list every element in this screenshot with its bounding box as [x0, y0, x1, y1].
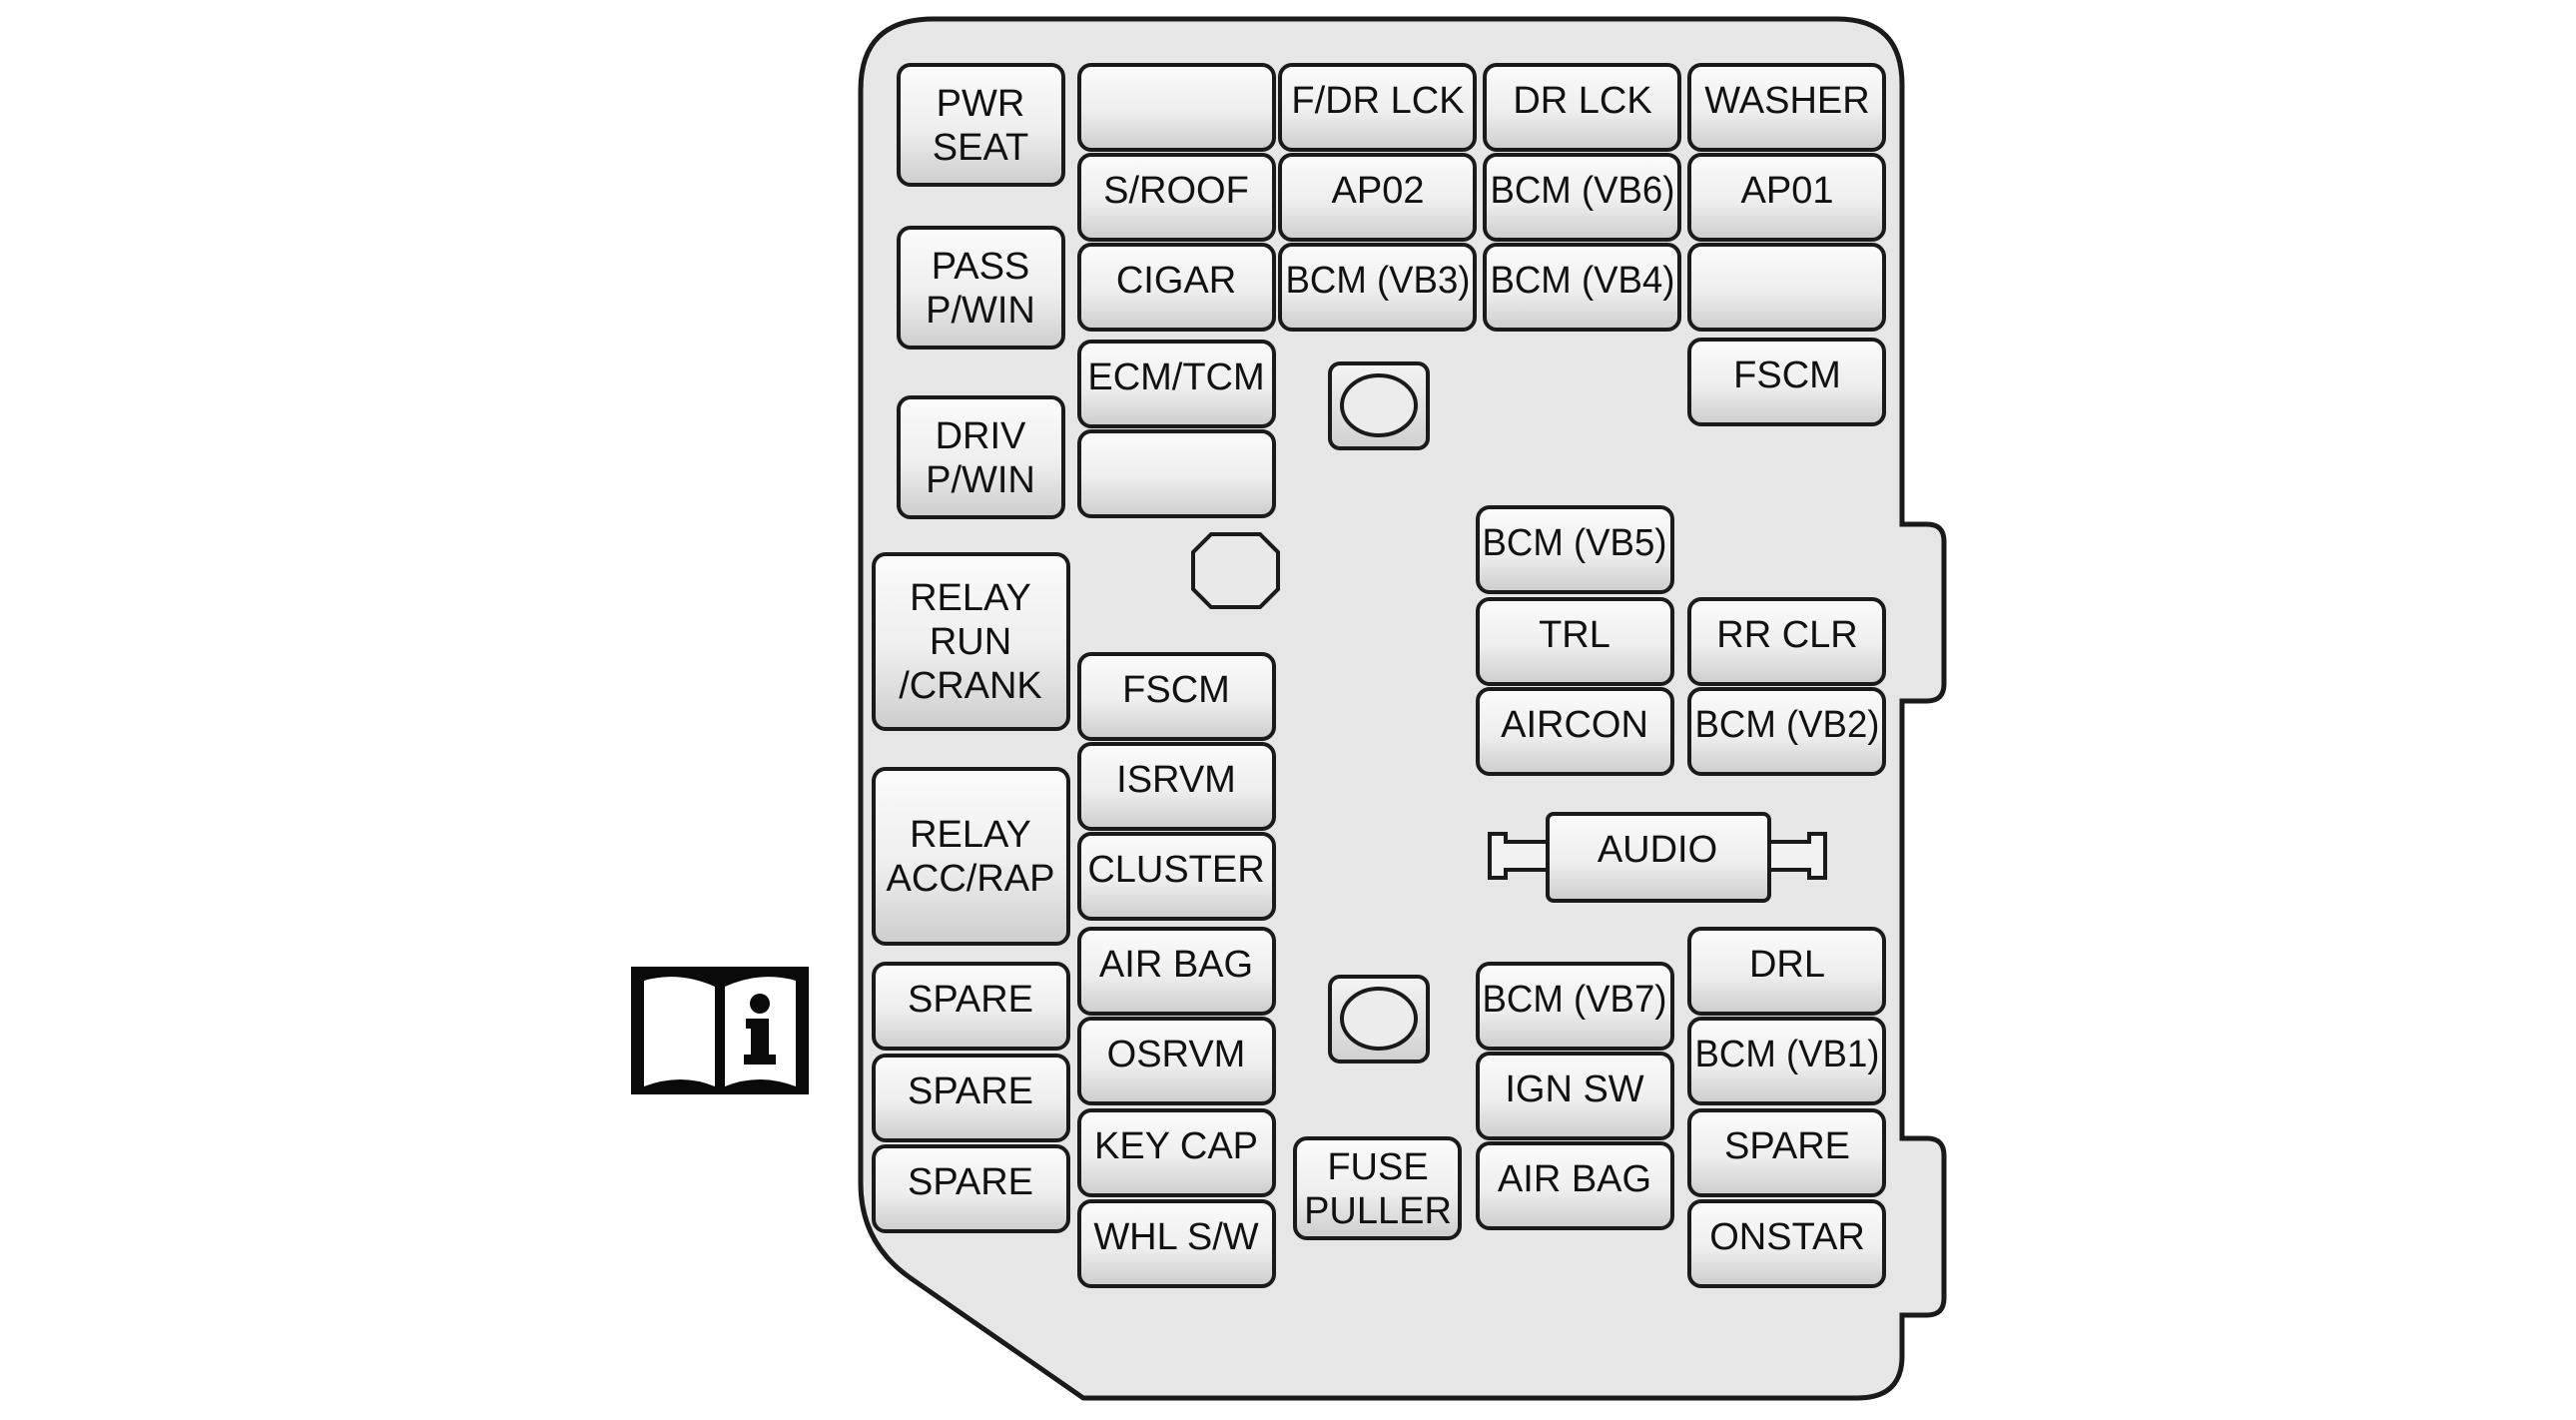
svg-text:BCM (VB4): BCM (VB4)	[1491, 258, 1675, 301]
fuse-air-bag-2: AIR BAG	[1476, 1141, 1674, 1230]
svg-text:BCM (VB5): BCM (VB5)	[1483, 520, 1667, 563]
fuse-key-cap: KEY CAP	[1077, 1108, 1276, 1197]
svg-text:BCM (VB6): BCM (VB6)	[1491, 168, 1675, 211]
fuse-spare-left-2: SPARE	[872, 1054, 1070, 1142]
svg-text:TRL: TRL	[1539, 614, 1610, 656]
svg-text:SPARE: SPARE	[908, 979, 1033, 1021]
audio-connector-tabs	[1488, 832, 1827, 880]
svg-text:DRL: DRL	[1749, 944, 1825, 986]
manual-info-icon	[631, 967, 809, 1094]
svg-text:CLUSTER: CLUSTER	[1087, 849, 1264, 891]
octagonal-fastener	[1191, 532, 1280, 609]
svg-text:AP01: AP01	[1741, 170, 1834, 212]
svg-text:AUDIO: AUDIO	[1598, 829, 1717, 871]
fuse-trl: TRL	[1476, 597, 1674, 686]
mounting-hole-top	[1328, 361, 1430, 450]
fuse-blank-1	[1077, 63, 1276, 152]
svg-text:AP02: AP02	[1332, 170, 1425, 212]
fuse-f-dr-lck: F/DR LCK	[1278, 63, 1477, 152]
svg-text:BCM (VB7): BCM (VB7)	[1483, 977, 1667, 1020]
fuse-aircon: AIRCON	[1476, 687, 1674, 776]
fuse-ecm-tcm: ECM/TCM	[1077, 340, 1276, 428]
fuse-spare-left-3: SPARE	[872, 1144, 1070, 1233]
svg-text:WHL S/W: WHL S/W	[1093, 1216, 1258, 1258]
svg-text:SPARE: SPARE	[908, 1070, 1033, 1112]
svg-text:OSRVM: OSRVM	[1107, 1034, 1246, 1075]
fuse-ap02: AP02	[1278, 153, 1477, 242]
fuse-ign-sw: IGN SW	[1476, 1052, 1674, 1140]
fuse-bcm-vb2: BCM (VB2)	[1687, 687, 1886, 776]
svg-text:ONSTAR: ONSTAR	[1709, 1216, 1865, 1258]
svg-text:FSCM: FSCM	[1122, 669, 1230, 711]
svg-text:AIR BAG: AIR BAG	[1498, 1158, 1651, 1200]
fuse-washer: WASHER	[1687, 63, 1886, 152]
fuse-bcm-vb7: BCM (VB7)	[1476, 962, 1674, 1051]
fuse-isrvm: ISRVM	[1077, 742, 1276, 831]
fuse-blank-3	[1687, 243, 1886, 332]
svg-text:S/ROOF: S/ROOF	[1103, 170, 1249, 212]
fuse-whl-sw: WHL S/W	[1077, 1199, 1276, 1288]
fuse-fscm-right: FSCM	[1687, 338, 1886, 426]
fuse-drl: DRL	[1687, 927, 1886, 1016]
fuse-cluster: CLUSTER	[1077, 832, 1276, 921]
svg-text:BCM (VB3): BCM (VB3)	[1286, 258, 1471, 301]
fuse-bcm-vb5: BCM (VB5)	[1476, 505, 1674, 594]
fuse-fscm-mid: FSCM	[1077, 652, 1276, 741]
fuse-cigar: CIGAR	[1077, 243, 1276, 332]
fuse-onstar: ONSTAR	[1687, 1199, 1886, 1288]
fuse-bcm-vb6: BCM (VB6)	[1483, 153, 1681, 242]
svg-text:ISRVM: ISRVM	[1116, 759, 1236, 801]
svg-text:CIGAR: CIGAR	[1116, 260, 1236, 302]
fuse-dr-lck: DR LCK	[1483, 63, 1681, 152]
fuse-bcm-vb3: BCM (VB3)	[1278, 243, 1477, 332]
svg-text:ECM/TCM: ECM/TCM	[1087, 356, 1264, 398]
svg-text:KEY CAP: KEY CAP	[1094, 1125, 1258, 1167]
svg-text:F/DR LCK: F/DR LCK	[1291, 80, 1464, 122]
svg-text:AIR BAG: AIR BAG	[1099, 944, 1253, 986]
fuse-blank-2	[1077, 429, 1276, 518]
svg-text:IGN SW: IGN SW	[1505, 1068, 1643, 1110]
svg-text:RR CLR: RR CLR	[1716, 614, 1857, 656]
svg-text:SPARE: SPARE	[1724, 1125, 1850, 1167]
svg-text:BCM (VB1): BCM (VB1)	[1695, 1032, 1880, 1074]
fuse-spare-left-1: SPARE	[872, 962, 1070, 1051]
fuse-s-roof: S/ROOF	[1077, 153, 1276, 242]
fuse-spare-right: SPARE	[1687, 1108, 1886, 1197]
fuse-bcm-vb1: BCM (VB1)	[1687, 1017, 1886, 1105]
svg-text:AIRCON: AIRCON	[1501, 704, 1648, 746]
fuse-audio: AUDIO	[1546, 812, 1771, 903]
fuse-ap01: AP01	[1687, 153, 1886, 242]
fuse-osrvm: OSRVM	[1077, 1017, 1276, 1105]
fuse-rr-clr: RR CLR	[1687, 597, 1886, 686]
fuse-air-bag-1: AIR BAG	[1077, 927, 1276, 1016]
svg-text:FSCM: FSCM	[1733, 355, 1841, 396]
svg-text:WASHER: WASHER	[1704, 80, 1869, 122]
fuse-bcm-vb4: BCM (VB4)	[1483, 243, 1681, 332]
svg-text:SPARE: SPARE	[908, 1161, 1033, 1203]
svg-text:BCM (VB2): BCM (VB2)	[1695, 702, 1880, 745]
mounting-hole-bottom	[1328, 975, 1430, 1064]
svg-text:DR LCK: DR LCK	[1513, 80, 1651, 122]
